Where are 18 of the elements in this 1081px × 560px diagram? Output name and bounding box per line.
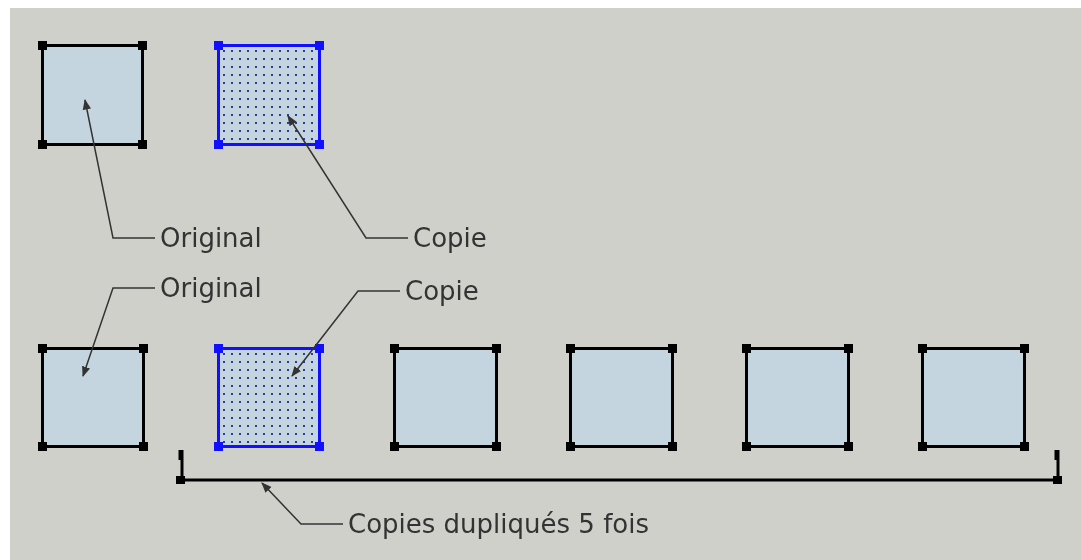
square-face xyxy=(921,347,1026,448)
leader-line xyxy=(261,482,344,525)
callout-label: Copie xyxy=(413,223,487,253)
leader-line xyxy=(82,287,156,377)
square-face xyxy=(745,347,850,448)
leader-line xyxy=(291,290,401,377)
callout-label: Original xyxy=(160,223,262,253)
callout-label: Copie xyxy=(405,276,479,306)
square-face xyxy=(393,347,498,448)
square-face xyxy=(41,44,144,146)
selected-square-face xyxy=(217,44,321,146)
callout-label: Copies dupliqués 5 fois xyxy=(348,509,649,539)
square-face xyxy=(569,347,674,448)
leader-line xyxy=(82,98,156,239)
leader-line xyxy=(287,115,409,239)
square-face xyxy=(41,347,145,448)
callout-label: Original xyxy=(160,273,262,303)
selected-square-face xyxy=(217,347,321,448)
